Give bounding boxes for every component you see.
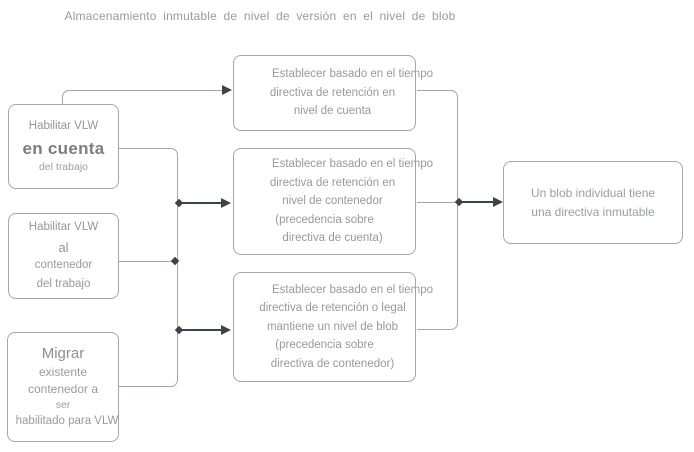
node-blob-individual-inmutable: Un blob individual tiene una directiva i… xyxy=(503,161,683,244)
connector-trunk-to-blob-policy xyxy=(180,329,223,331)
connector-trunk-to-container-policy xyxy=(180,202,223,204)
node-line: en cuenta xyxy=(22,139,105,158)
node-line: directiva de contenedor) xyxy=(270,357,395,370)
node-directiva-retencion-cuenta: Establecer basado en el tiempo directiva… xyxy=(233,55,433,131)
diagram-title: Almacenamiento inmutable de nivel de ver… xyxy=(64,9,456,23)
connector-right-trunk xyxy=(417,90,458,330)
node-line: Habilitar VLW xyxy=(28,120,99,132)
node-line: Establecer basado en el tiempo xyxy=(271,283,434,296)
node-line: una directiva inmutable xyxy=(531,204,655,219)
node-line: contenedor xyxy=(34,259,93,271)
node-line: directiva de cuenta) xyxy=(282,232,383,245)
node-line: nivel de cuenta xyxy=(293,105,372,118)
arrowhead-right-icon xyxy=(493,197,503,207)
node-migrar-contenedor: Migrar existente contenedor a ser habili… xyxy=(7,332,119,442)
node-line: Establecer basado en el tiempo xyxy=(271,158,434,171)
node-habilitar-vlw-cuenta: Habilitar VLW en cuenta del trabajo xyxy=(8,104,119,189)
node-line: (precedencia sobre xyxy=(275,339,374,352)
connector-account-to-account-policy xyxy=(62,90,228,104)
node-line: directiva de retención en xyxy=(269,86,396,99)
node-line: (precedencia sobre xyxy=(275,213,374,226)
connector-container-policy-to-trunk xyxy=(417,202,458,203)
node-directiva-retencion-contenedor: Establecer basado en el tiempo directiva… xyxy=(233,148,433,255)
node-line: ser xyxy=(55,399,71,411)
node-line: Establecer basado en el tiempo xyxy=(271,68,434,81)
arrowhead-right-icon xyxy=(222,85,232,95)
node-line: directiva de retención en xyxy=(269,176,396,189)
node-line: al xyxy=(58,240,69,255)
node-habilitar-vlw-contenedor: Habilitar VLW al contenedor del trabajo xyxy=(8,213,119,299)
node-line: Migrar xyxy=(41,345,85,362)
node-line: nivel de contenedor xyxy=(282,195,383,208)
arrowhead-right-icon xyxy=(221,325,231,335)
connector-trunk-to-blob-result xyxy=(460,201,494,203)
node-line: Un blob individual tiene xyxy=(530,186,656,200)
node-directiva-retencion-blob: Establecer basado en el tiempo directiva… xyxy=(233,272,433,382)
connector-container-to-trunk xyxy=(119,261,174,262)
connector-left-trunk xyxy=(119,148,178,387)
node-line: Habilitar VLW xyxy=(28,221,99,233)
node-line: del trabajo xyxy=(36,278,91,290)
node-line: contenedor a xyxy=(27,382,99,396)
arrowhead-right-icon xyxy=(221,198,231,208)
node-line: existente xyxy=(38,365,88,379)
node-line: directiva de retención o legal xyxy=(259,302,406,315)
node-line: mantiene un nivel de blob xyxy=(266,320,399,333)
node-line: habilitado para VLW xyxy=(15,415,119,427)
node-line: del trabajo xyxy=(38,161,89,173)
